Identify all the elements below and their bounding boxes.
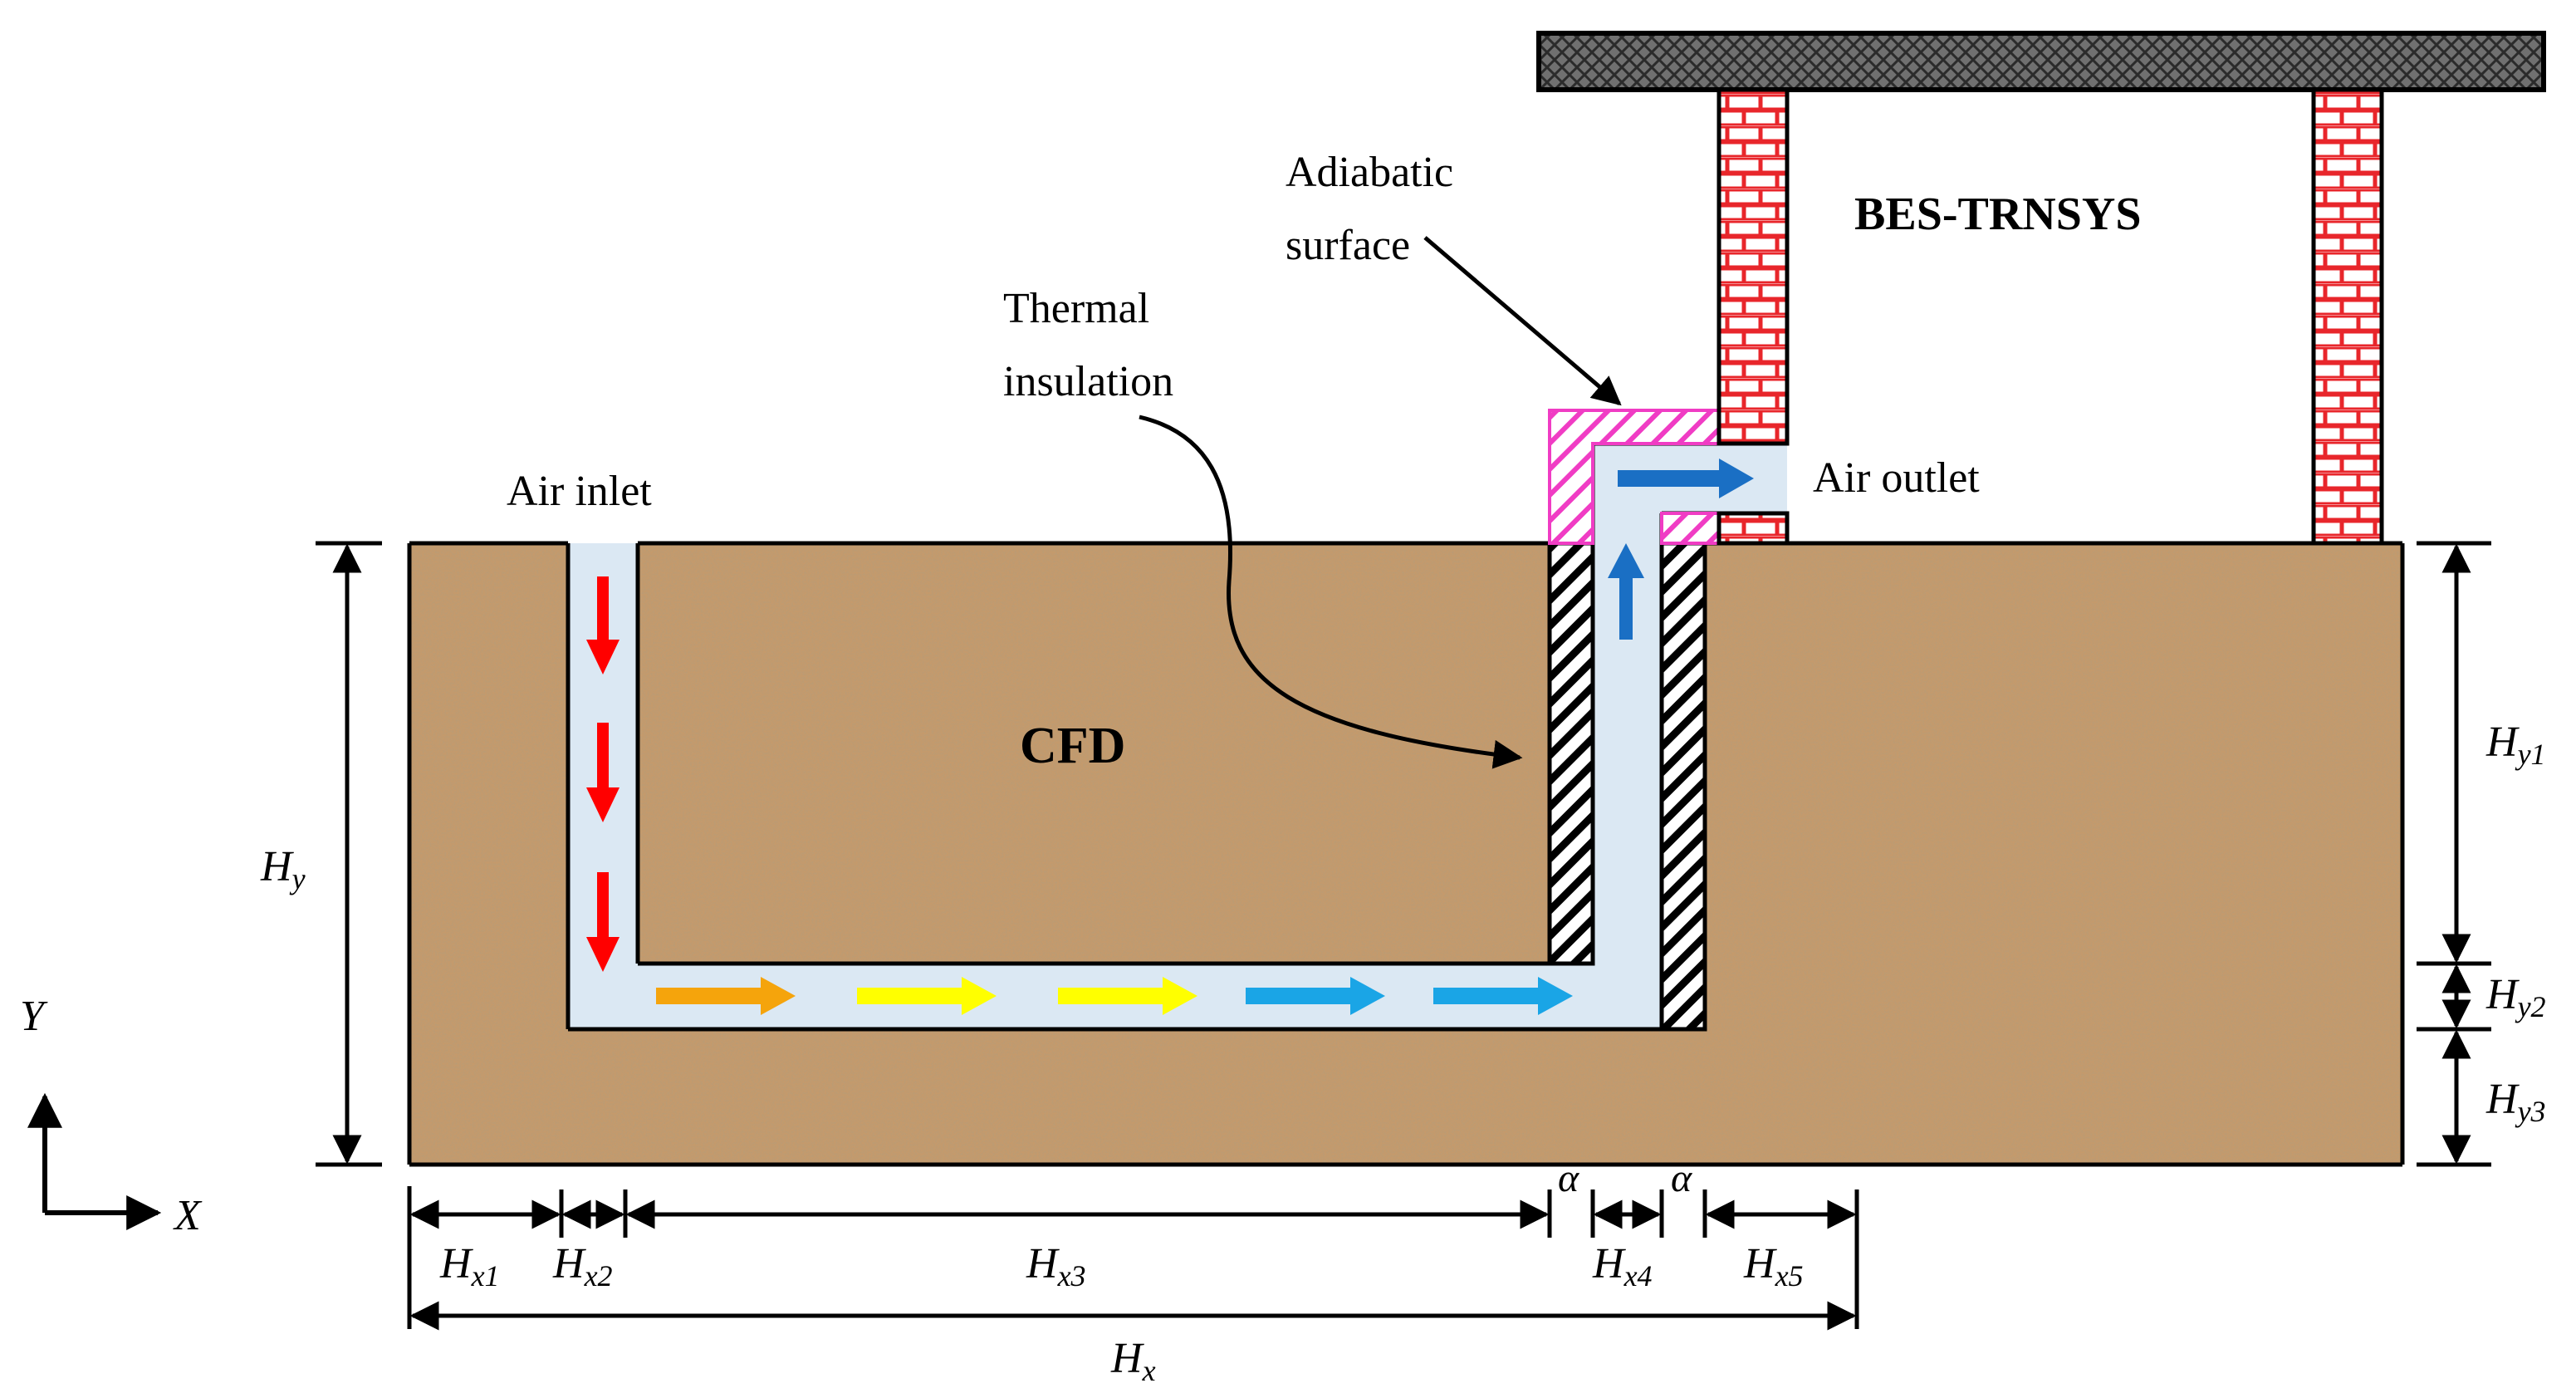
bes-trnsys-label: BES-TRNSYS xyxy=(1854,189,2141,240)
brick-column-left-lower xyxy=(1717,511,1790,546)
air-inlet-label: Air inlet xyxy=(507,468,652,515)
hx3-label: Hx3 xyxy=(1026,1240,1086,1292)
flow-arrow-yellow-1 xyxy=(857,977,997,1015)
brick-column-left-upper xyxy=(1717,87,1790,446)
soil-domain xyxy=(409,543,2402,1165)
hy-label: Hy xyxy=(260,843,306,895)
dimension-lines xyxy=(316,541,2491,1331)
riser-flow-arrow xyxy=(1608,543,1644,640)
adiabatic-leader xyxy=(1423,236,1622,406)
hx4-label: Hx4 xyxy=(1592,1240,1653,1292)
air-outlet-label: Air outlet xyxy=(1813,454,1980,502)
flow-arrow-cyan-2 xyxy=(1433,977,1573,1015)
flow-arrows xyxy=(586,459,1754,1015)
hx1-label: Hx1 xyxy=(439,1240,500,1292)
hx-label: Hx xyxy=(1110,1335,1156,1387)
brick-column-right xyxy=(2311,87,2384,546)
thermal-insulation-walls xyxy=(1547,541,1707,1032)
alpha-right-label: α xyxy=(1671,1156,1692,1200)
building xyxy=(1536,31,2546,546)
adiabatic-label-line2: surface xyxy=(1286,222,1410,269)
y-axis-label: Y xyxy=(20,993,48,1040)
flow-arrow-cyan-1 xyxy=(1246,977,1385,1015)
callout-leaders xyxy=(1139,236,1622,769)
dimension-labels: Hx1 Hx2 Hx3 Hx4 Hx5 Hx α α Hy Hy1 Hy2 Hy… xyxy=(260,719,2546,1387)
adiabatic-label-line1: Adiabatic xyxy=(1286,149,1453,196)
soil-border xyxy=(407,541,2405,1167)
x-axis-label: X xyxy=(173,1192,203,1239)
hx2-label: Hx2 xyxy=(552,1240,613,1292)
thermal-label-line1: Thermal xyxy=(1003,285,1149,332)
thermal-insulation-leader xyxy=(1139,414,1523,769)
flow-arrow-yellow-2 xyxy=(1058,977,1197,1015)
cfd-label: CFD xyxy=(1020,718,1125,774)
flow-arrow-orange xyxy=(656,977,796,1015)
hy1-label: Hy1 xyxy=(2485,719,2546,771)
hy3-label: Hy3 xyxy=(2485,1076,2546,1128)
thermal-label-line2: insulation xyxy=(1003,358,1173,405)
alpha-left-label: α xyxy=(1558,1156,1579,1200)
hx5-label: Hx5 xyxy=(1743,1240,1804,1292)
outlet-flow-arrow xyxy=(1618,459,1754,498)
roof-slab xyxy=(1536,31,2546,92)
coordinate-axes: Y X xyxy=(20,993,203,1239)
hy2-label: Hy2 xyxy=(2485,971,2546,1023)
inlet-flow-arrow xyxy=(586,576,620,972)
